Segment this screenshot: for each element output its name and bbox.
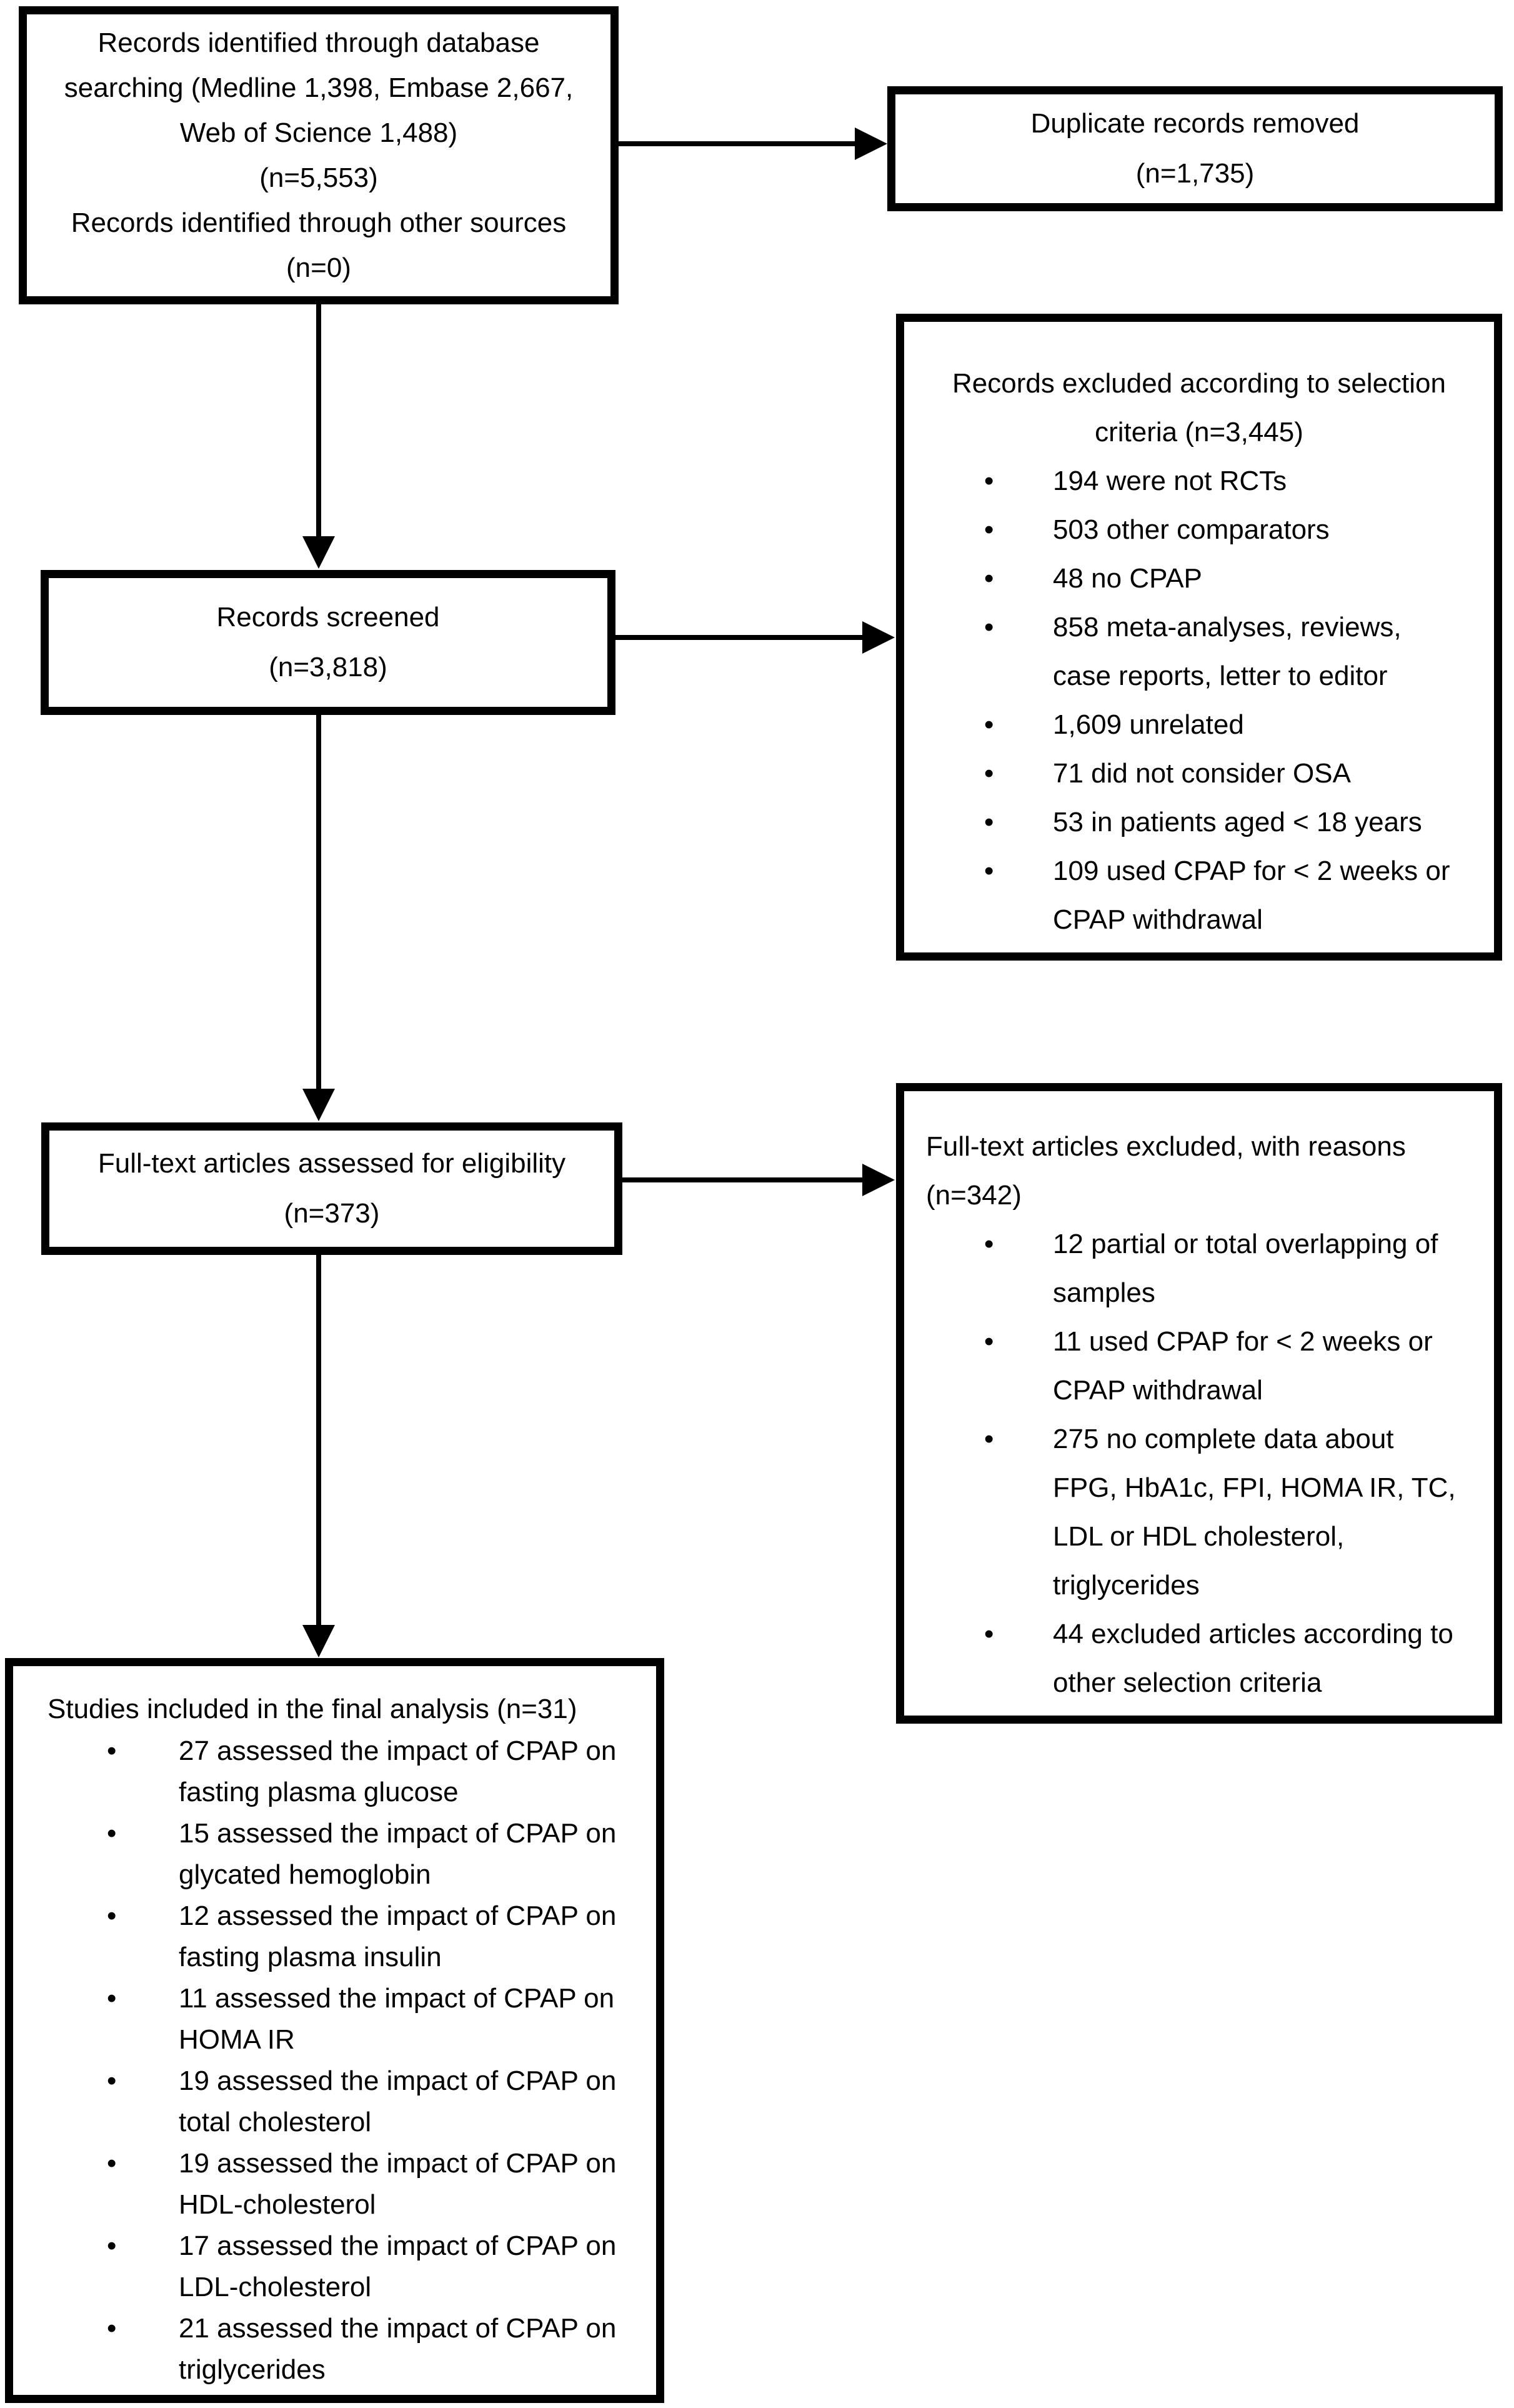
fulltext-excluded-reason-item: 44 excluded articles according to other … [926, 1610, 1466, 1707]
included-outcome-item: 27 assessed the impact of CPAP on fastin… [47, 1731, 631, 1813]
screened-line: (n=3,818) [269, 652, 387, 682]
duplicates-line: Duplicate records removed [1030, 108, 1360, 139]
arrow-shaft [316, 1255, 321, 1626]
arrow-shaft [615, 635, 864, 640]
bullet-icon [984, 701, 1053, 749]
arrow-shaft [316, 715, 321, 1089]
bullet-icon [107, 1813, 179, 1854]
excluded-reason-item: 194 were not RCTs [904, 457, 1494, 506]
bullet-icon [984, 457, 1053, 506]
bullet-icon [984, 1415, 1053, 1464]
bullet-icon [984, 749, 1053, 798]
identification-line: searching (Medline 1,398, Embase 2,667, [64, 72, 574, 103]
records-excluded-title: criteria (n=3,445) [1095, 417, 1303, 447]
arrow-shaft [622, 1177, 864, 1182]
studies-included-box: Studies included in the final analysis (… [5, 1658, 664, 2403]
identification-line: Records identified through database [97, 27, 540, 58]
excluded-reason-item: 503 other comparators [904, 506, 1494, 554]
fulltext-excluded-box: Full-text articles excluded, with reason… [896, 1083, 1502, 1724]
arrowhead-down-icon [302, 536, 335, 569]
excluded-reason-item: 48 no CPAP [904, 554, 1494, 603]
bullet-icon [107, 1896, 179, 1937]
duplicates-removed-box: Duplicate records removed (n=1,735) [887, 86, 1503, 211]
bullet-icon [107, 2226, 179, 2267]
bullet-icon [107, 1978, 179, 2019]
records-excluded-title: Records excluded according to selection [952, 368, 1446, 399]
included-outcome-item: 12 assessed the impact of CPAP on fastin… [47, 1896, 631, 1978]
fulltext-excluded-reason-item: 12 partial or total overlapping of sampl… [926, 1220, 1466, 1317]
duplicates-line: (n=1,735) [1135, 158, 1255, 189]
fulltext-excluded-reason-item: 275 no complete data about FPG, HbA1c, F… [926, 1415, 1466, 1610]
bullet-icon [107, 2308, 179, 2349]
identification-line: (n=0) [286, 252, 351, 283]
excluded-reason-item: 1,609 unrelated [904, 701, 1494, 749]
included-outcome-item: 19 assessed the impact of CPAP on HDL-ch… [47, 2143, 631, 2226]
excluded-reason-item: 71 did not consider OSA [904, 749, 1494, 798]
fulltext-assessed-line: Full-text articles assessed for eligibil… [97, 1148, 566, 1179]
arrowhead-down-icon [302, 1089, 335, 1121]
identification-line: Web of Science 1,488) [179, 117, 458, 148]
fulltext-excluded-title: (n=342) [926, 1180, 1022, 1211]
identification-line: (n=5,553) [259, 162, 378, 193]
excluded-reason-item: 53 in patients aged < 18 years [904, 798, 1494, 847]
bullet-icon [984, 506, 1053, 554]
identification-box: Records identified through database sear… [19, 6, 619, 304]
bullet-icon [984, 798, 1053, 847]
screened-line: Records screened [216, 602, 440, 632]
included-outcome-item: 19 assessed the impact of CPAP on total … [47, 2061, 631, 2143]
arrow-shaft [316, 304, 321, 537]
arrowhead-down-icon [302, 1625, 335, 1657]
bullet-icon [984, 1610, 1053, 1659]
included-outcome-item: 17 assessed the impact of CPAP on LDL-ch… [47, 2226, 631, 2308]
fulltext-assessed-line: (n=373) [284, 1198, 380, 1229]
fulltext-excluded-reason-item: 11 used CPAP for < 2 weeks or CPAP withd… [926, 1317, 1466, 1415]
bullet-icon [984, 554, 1053, 603]
bullet-icon [107, 1731, 179, 1772]
excluded-reason-item: 109 used CPAP for < 2 weeks or CPAP with… [904, 847, 1494, 944]
arrow-shaft [619, 141, 860, 146]
included-outcome-item: 21 assessed the impact of CPAP on trigly… [47, 2308, 631, 2391]
bullet-icon [107, 2061, 179, 2102]
arrowhead-right-icon [862, 621, 895, 654]
arrowhead-right-icon [862, 1164, 895, 1196]
bullet-icon [984, 1220, 1053, 1269]
excluded-reason-item: 858 meta-analyses, reviews, case reports… [904, 603, 1494, 701]
bullet-icon [984, 1317, 1053, 1366]
included-outcome-item: 15 assessed the impact of CPAP on glycat… [47, 1813, 631, 1896]
studies-included-title: Studies included in the final analysis (… [47, 1694, 577, 1724]
bullet-icon [107, 2143, 179, 2184]
records-screened-box: Records screened (n=3,818) [41, 570, 615, 715]
fulltext-assessed-box: Full-text articles assessed for eligibil… [41, 1122, 622, 1255]
included-outcome-item: 11 assessed the impact of CPAP on HOMA I… [47, 1978, 631, 2061]
identification-line: Records identified through other sources [71, 207, 567, 238]
bullet-icon [984, 603, 1053, 652]
arrowhead-right-icon [855, 127, 887, 160]
fulltext-excluded-title: Full-text articles excluded, with reason… [926, 1131, 1406, 1162]
records-excluded-box: Records excluded according to selection … [896, 314, 1502, 961]
bullet-icon [984, 847, 1053, 896]
